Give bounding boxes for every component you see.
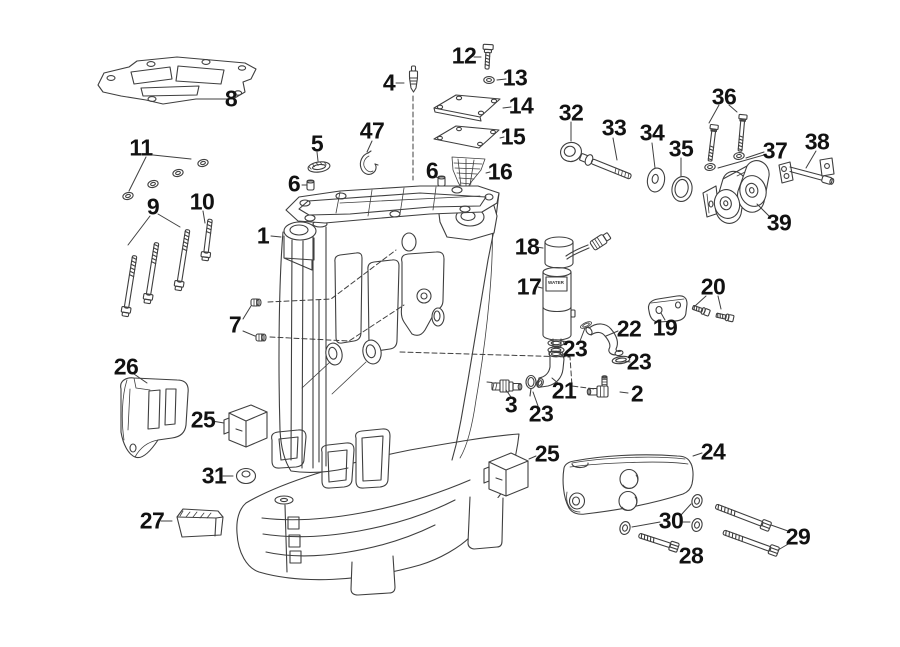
part-32-bushing: [560, 141, 582, 163]
part-15-gasket: [433, 125, 500, 149]
part-29-bolts: [713, 501, 781, 558]
exhaust-adapter-ports: [271, 428, 391, 489]
part-21-elbow-fitting: [536, 350, 565, 388]
part-28-bolt: [637, 530, 680, 553]
part-10-bolt: [199, 218, 216, 262]
sensor-label-text: WATER: [548, 280, 565, 285]
part-1-driveshaft-housing: [278, 185, 500, 473]
part-25-mount-left: [223, 404, 268, 448]
part-22-hose: [585, 323, 624, 357]
assembly-dashed-lines: [267, 95, 596, 390]
part-3-fitting: [491, 379, 523, 393]
part-13-washer: [483, 76, 495, 84]
part-17-water-pressure-valve: WATER: [542, 266, 576, 349]
part-27-block: [176, 508, 224, 538]
part-33-bolt: [579, 153, 632, 180]
part-47-clip: [359, 150, 379, 175]
part-25-mount-right: [483, 452, 529, 497]
part-5-seal: [307, 161, 331, 173]
part-12-bolt: [482, 43, 494, 70]
part-34-washer: [646, 167, 666, 193]
part-8-adapter-gasket: [97, 56, 257, 105]
part-20-screws: [691, 303, 735, 323]
part-23-clamp: [525, 374, 537, 397]
part-14-cover-plate: [433, 94, 501, 122]
part-24-mount-cover: [562, 454, 694, 515]
part-19-bracket: [647, 295, 688, 323]
leader-lines: [127, 56, 817, 551]
part-38-link: [778, 157, 835, 185]
part-18-valve-cap: [544, 232, 612, 269]
part-7-plugs: [250, 298, 267, 342]
part-23-oring-hose-bottom: [611, 354, 631, 366]
part-39-engine-mounts: [702, 160, 770, 224]
diagram-linework: WATER: [97, 43, 835, 596]
part-4-fitting: [408, 65, 419, 93]
part-2-fitting: [586, 375, 609, 398]
connector-plug: [589, 232, 612, 251]
part-6-plug-left: [306, 179, 315, 191]
part-9-bolts: [120, 228, 193, 318]
part-26-bracket: [120, 377, 189, 459]
part-35-ring: [671, 176, 693, 202]
lower-adapter-housing: [236, 433, 520, 596]
part-31-grommet: [235, 467, 257, 485]
